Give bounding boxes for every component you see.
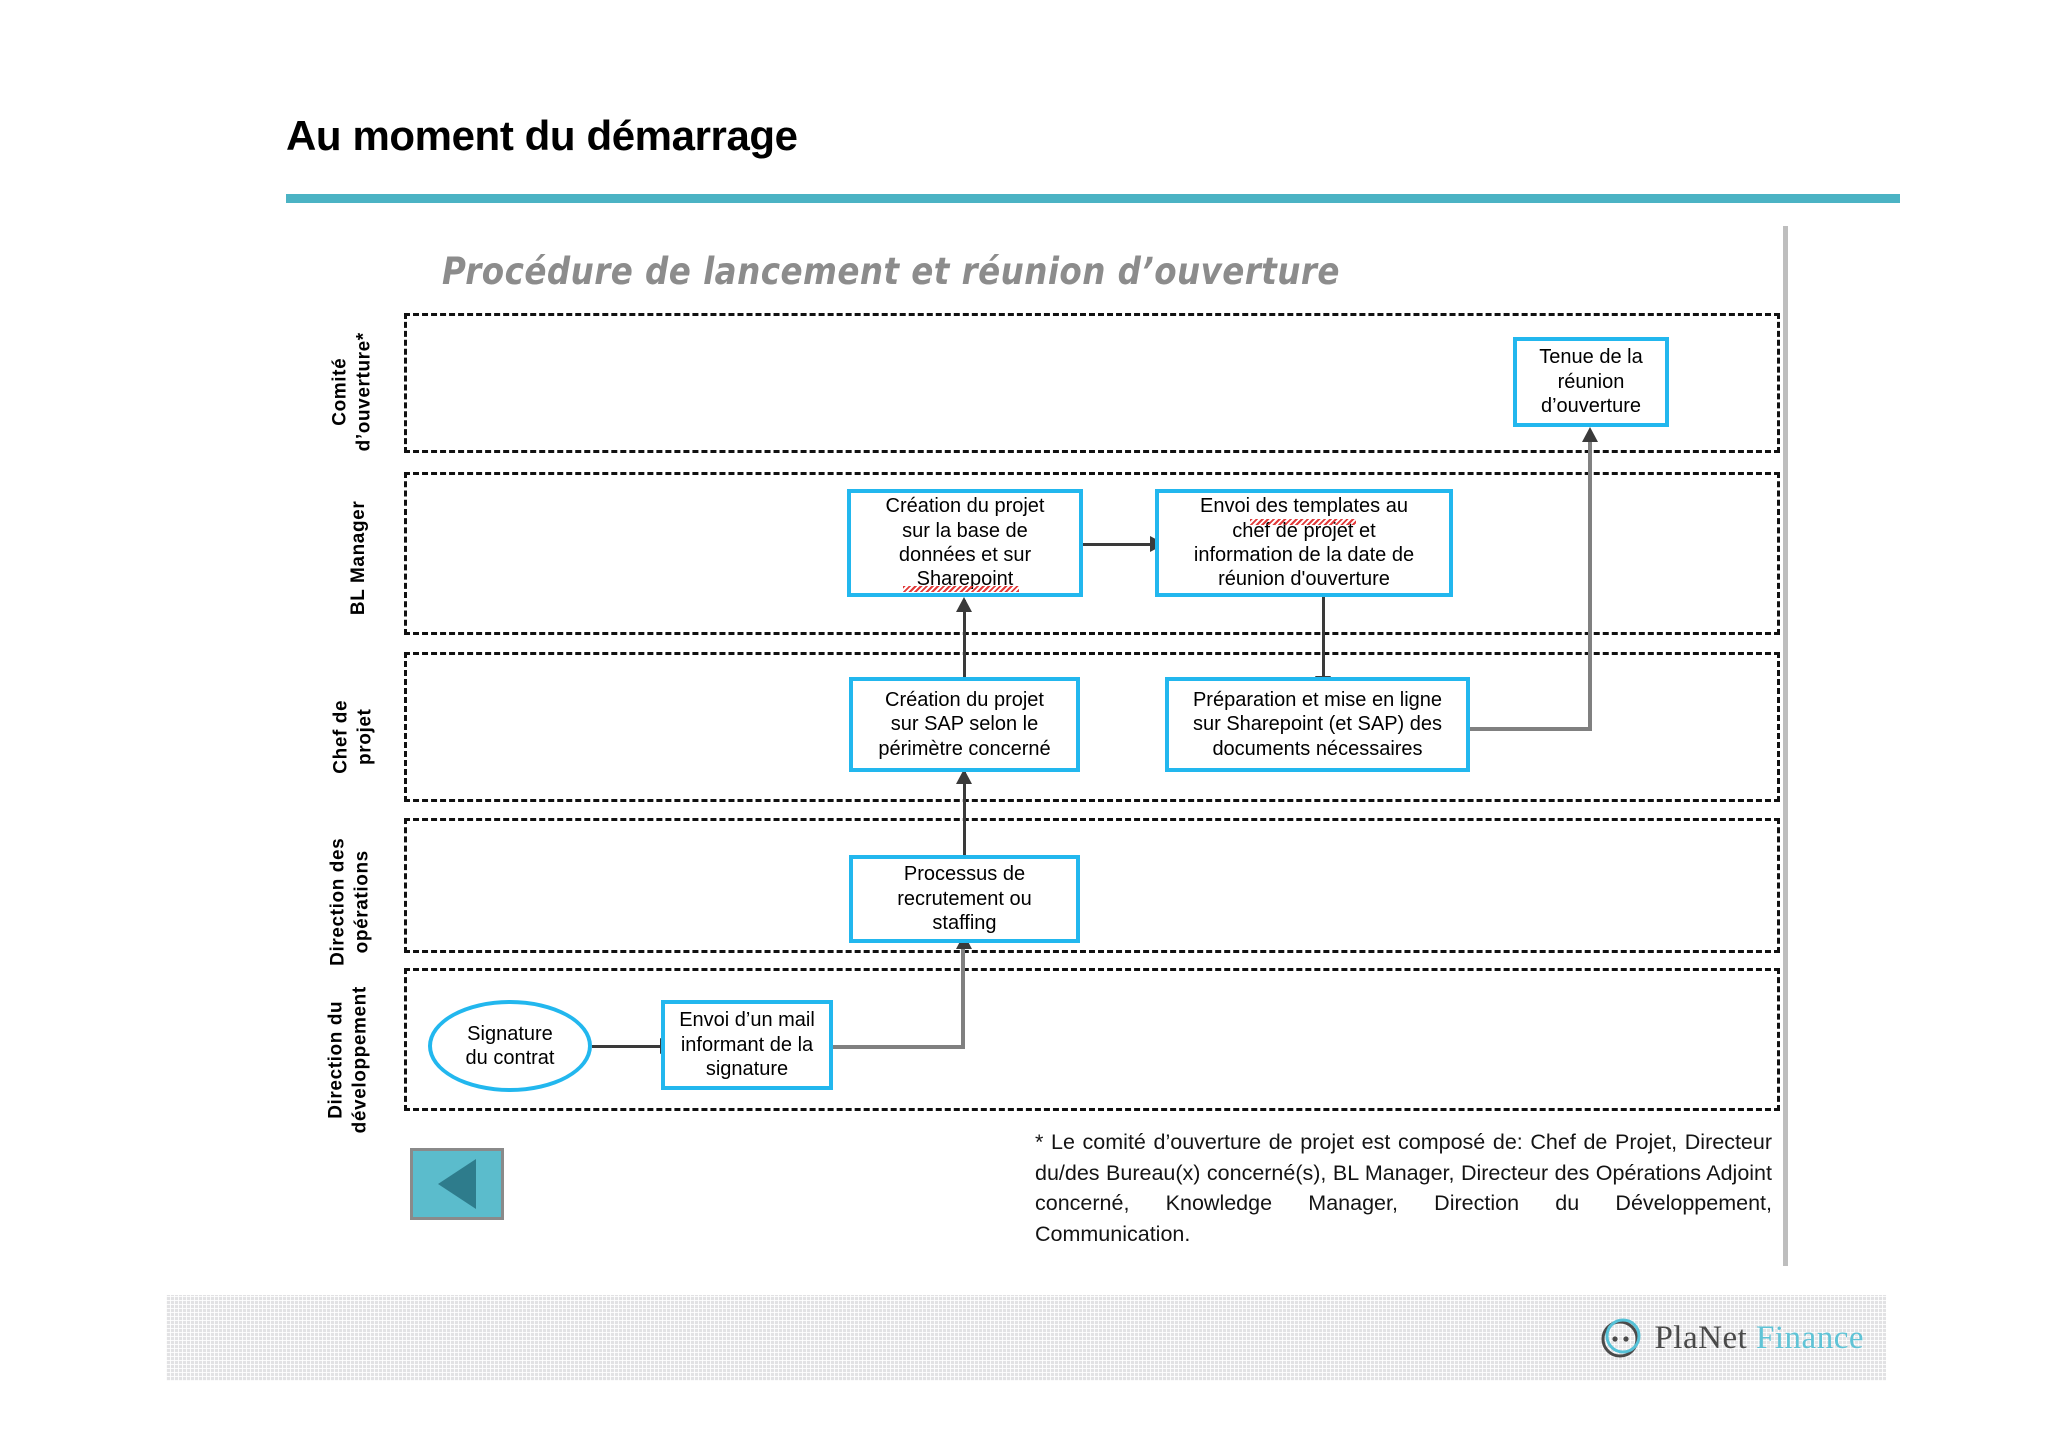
page-title: Au moment du démarrage	[286, 112, 798, 159]
footer-band: PlaNet Finance	[166, 1295, 1886, 1381]
node-creation-sap[interactable]: Création du projet sur SAP selon le péri…	[849, 677, 1080, 772]
connector-preparation-elbow-vertical	[1588, 437, 1592, 731]
connector-signature-to-mail	[592, 1045, 667, 1048]
node-envoi-templates[interactable]: Envoi des templates au chef de projet et…	[1155, 489, 1453, 597]
swimlane-direction-dev	[404, 968, 1780, 1111]
brand-logo: PlaNet Finance	[1598, 1315, 1864, 1361]
node-signature-contrat[interactable]: Signature du contrat	[428, 1000, 592, 1092]
connector-sap-to-bdd	[963, 600, 966, 692]
brand-logo-text: PlaNet Finance	[1654, 1320, 1864, 1357]
node-tenue-reunion[interactable]: Tenue de la réunion d’ouverture	[1513, 337, 1669, 427]
connector-mail-elbow-vertical	[961, 942, 965, 1047]
planet-finance-logo-icon	[1598, 1315, 1644, 1361]
connector-preparation-elbow-horizontal	[1470, 727, 1592, 731]
node-processus-recrutement[interactable]: Processus de recrutement ou staffing	[849, 855, 1080, 943]
arrowhead-preparation-to-reunion	[1582, 427, 1598, 442]
swimlane-comite	[404, 313, 1780, 453]
back-triangle-icon	[438, 1159, 476, 1209]
swimlane-direction-ops	[404, 818, 1780, 953]
connector-templates-to-preparation	[1322, 595, 1325, 687]
brand-word-finance: Finance	[1756, 1319, 1864, 1356]
swimlane-bl-manager	[404, 472, 1780, 635]
spellcheck-underline-sharepoint	[903, 586, 1019, 592]
swimlane-label-direction-dev: Direction du développement	[325, 986, 370, 1134]
node-preparation-mise-en-ligne[interactable]: Préparation et mise en ligne sur Sharepo…	[1165, 677, 1470, 772]
arrowhead-sap-to-bdd	[956, 597, 972, 612]
brand-word-planet: PlaNet	[1654, 1319, 1748, 1356]
node-creation-bdd[interactable]: Création du projet sur la base de donnée…	[847, 489, 1083, 597]
back-button[interactable]	[410, 1148, 504, 1220]
footnote-comite-composition: * Le comité d’ouverture de projet est co…	[1035, 1130, 1772, 1246]
diagram-right-rule	[1783, 226, 1788, 1266]
connector-recrutement-to-sap	[963, 772, 966, 860]
connector-bdd-to-templates	[1083, 543, 1155, 546]
node-envoi-mail[interactable]: Envoi d’un mail informant de la signatur…	[661, 1000, 833, 1090]
diagram-heading: Procédure de lancement et réunion d’ouve…	[442, 250, 1340, 293]
spellcheck-underline-templates	[1250, 519, 1356, 525]
swimlane-chef-projet	[404, 652, 1780, 802]
arrowhead-recrutement-to-sap	[956, 769, 972, 784]
connector-mail-elbow-horizontal	[833, 1045, 965, 1049]
title-divider	[286, 194, 1900, 203]
